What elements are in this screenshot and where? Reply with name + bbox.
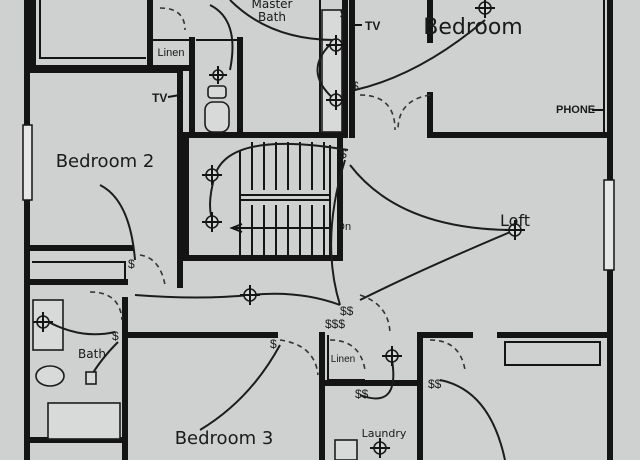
ceiling-light-icon [475,0,495,18]
wiring [44,0,516,460]
washer-laundry [334,439,358,460]
toilet-bath [35,365,65,387]
toilet-master [204,101,230,133]
vanity-master [321,9,343,133]
ceiling-light-icon [33,312,53,332]
switch-stair-b: $ [352,79,359,93]
room-label-laundry: Laundry [362,427,407,440]
window-bedroom2 [22,124,33,201]
exhaust-fan-icon [85,371,97,385]
switch-bed3: $ [270,337,277,351]
switch-hall-2: $$ [340,304,354,318]
switch-stair-a: $ [340,147,347,161]
room-label-bath: Bath [78,347,106,361]
ceiling-light-icon [382,346,402,366]
tank-master [207,85,227,99]
stairs [229,142,331,258]
window-loft [603,179,615,271]
door-swings [89,7,466,376]
ceiling-light-icon [505,220,525,240]
switch-hall: $$$ [325,317,345,331]
ceiling-light-icon [370,438,390,458]
room-label-bedroom: Bedroom [423,15,523,40]
phone-label: PHONE [556,104,595,116]
stairs-down-label: Dn [337,221,351,233]
switch-bed2: $ [128,257,135,271]
switch-bath: $ [112,329,119,343]
room-label-bedroom-2: Bedroom 2 [56,151,155,172]
room-label-loft: Loft [500,211,530,230]
room-label-linen-top: Linen [158,47,185,59]
tub-bath [47,402,121,440]
ceiling-light-icon [326,35,346,55]
room-label-bedroom-3: Bedroom 3 [175,428,274,449]
ceiling-light-icon [326,90,346,110]
windows [22,124,615,271]
ceiling-light-icon [202,165,222,185]
ceiling-light-icon [202,212,222,232]
switch-laundry: $$ [355,387,369,401]
light-fixtures [33,0,525,458]
tv-label-bedroom2: TV [152,91,167,105]
room-label-linen-mid: Linen [331,354,355,365]
ceiling-light-icon [209,66,227,84]
ceiling-light-icon [240,285,260,305]
annotations: TV TV PHONE Dn [152,19,604,233]
switch-right: $$ [428,377,442,391]
switches: $ $ $ $ $$$ $ $ $$ $$ $$ [112,7,442,401]
switch-top: $ [340,7,347,21]
tv-label-master: TV [365,19,380,33]
